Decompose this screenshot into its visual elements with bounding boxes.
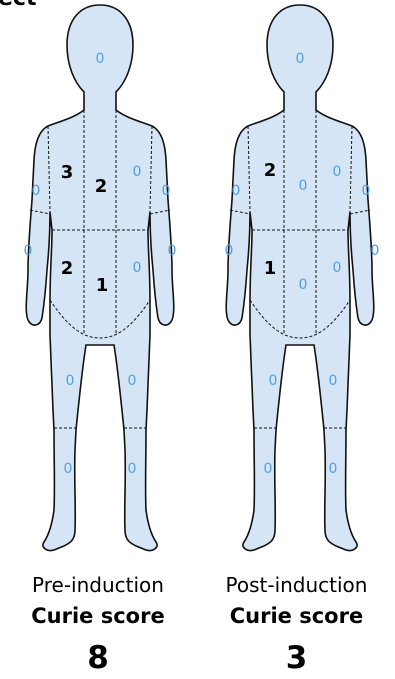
post-lower-center-abdomen-score: 0 — [299, 277, 308, 293]
post-curie-score-label: Curie score — [198, 603, 395, 629]
post-curie-score-value: 3 — [198, 640, 395, 676]
post-left-shin-score: 0 — [264, 461, 273, 477]
post-head-score: 0 — [296, 51, 305, 67]
pre-left-forearm-score: 0 — [24, 243, 33, 259]
pre-right-shin-score: 0 — [128, 461, 137, 477]
post-lower-left-abdomen-score: 1 — [264, 258, 277, 279]
pre-left-shin-score: 0 — [64, 461, 73, 477]
pre-lower-left-abdomen-score: 2 — [61, 258, 74, 279]
pre-lower-center-abdomen-score: 1 — [96, 275, 109, 296]
pre-right-upper-arm-score: 0 — [162, 183, 171, 199]
post-lower-right-abdomen-score: 0 — [333, 260, 342, 276]
post-upper-left-chest-score: 2 — [264, 160, 277, 181]
post-left-upper-arm-score: 0 — [232, 183, 241, 199]
post-induction-figure: 0 2 0 0 0 0 0 0 1 0 0 0 0 0 0 — [225, 5, 380, 551]
pre-left-thigh-score: 0 — [66, 373, 75, 389]
pre-induction-figure: 0 3 2 0 0 0 0 0 2 1 0 0 0 0 0 — [24, 5, 177, 551]
post-left-forearm-score: 0 — [225, 243, 234, 259]
pre-upper-center-chest-score: 2 — [95, 176, 108, 197]
pre-left-upper-arm-score: 0 — [32, 183, 41, 199]
pre-upper-left-chest-score: 3 — [61, 162, 74, 183]
pre-right-forearm-score: 0 — [168, 243, 177, 259]
post-right-upper-arm-score: 0 — [362, 183, 371, 199]
pre-right-thigh-score: 0 — [128, 373, 137, 389]
pre-curie-score-label: Curie score — [0, 603, 196, 629]
post-right-thigh-score: 0 — [329, 373, 338, 389]
post-right-forearm-score: 0 — [371, 243, 380, 259]
post-upper-center-chest-score: 0 — [299, 178, 308, 194]
post-upper-right-chest-score: 0 — [333, 164, 342, 180]
pre-head-score: 0 — [96, 51, 105, 67]
post-left-thigh-score: 0 — [269, 373, 278, 389]
pre-induction-label: Pre-induction — [0, 572, 196, 598]
post-right-shin-score: 0 — [329, 461, 338, 477]
pre-lower-right-abdomen-score: 0 — [133, 260, 142, 276]
post-induction-label: Post-induction — [198, 572, 395, 598]
pre-upper-right-chest-score: 0 — [133, 164, 142, 180]
pre-curie-score-value: 8 — [0, 640, 196, 676]
